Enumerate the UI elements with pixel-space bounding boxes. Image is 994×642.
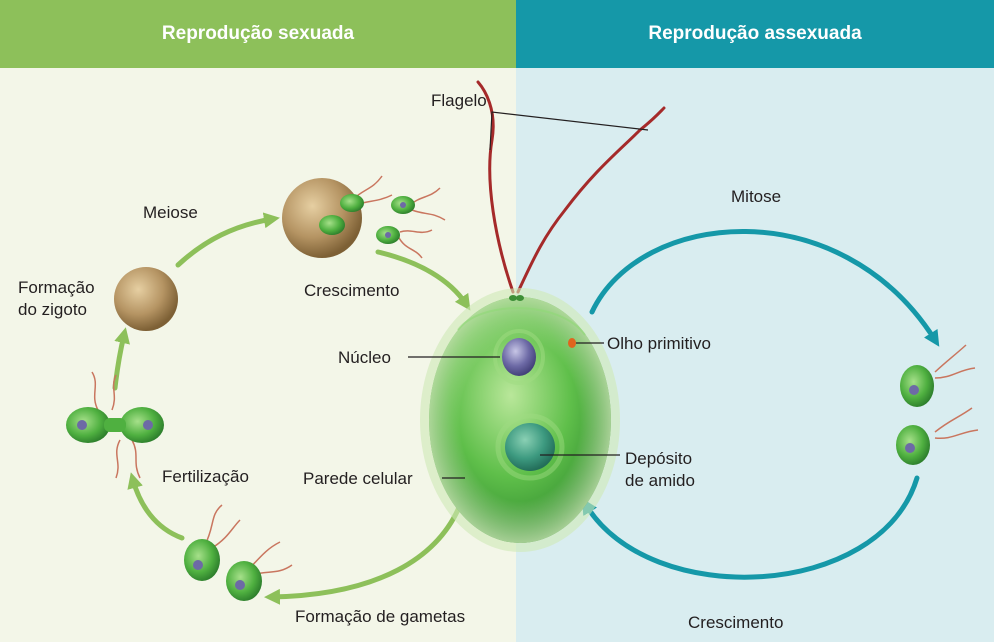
leader-lines — [408, 111, 649, 479]
leader-flagelo — [489, 111, 649, 151]
label-fertilizacao: Fertilização — [162, 467, 249, 486]
arrow-fertilizacao — [127, 472, 185, 541]
arrow-crescimento-assexuado — [581, 475, 920, 580]
label-olho-primitivo: Olho primitivo — [607, 334, 711, 353]
asexual-reproduction-header: Reprodução assexuada — [516, 0, 994, 68]
starch-deposit — [505, 423, 555, 471]
arrow-crescimento — [375, 249, 471, 311]
label-meiose: Meiose — [143, 203, 198, 222]
sexual-cycle-arrows — [112, 212, 471, 605]
gametes — [184, 504, 293, 601]
label-nucleo: Núcleo — [338, 348, 391, 367]
label-crescimento-sexuado: Crescimento — [304, 281, 400, 300]
arrow-zigoto — [112, 327, 130, 391]
main-euglena-cell — [420, 288, 620, 552]
eyespot — [568, 338, 576, 348]
zygote — [114, 267, 178, 331]
zygote-releasing-cells — [282, 175, 446, 259]
arrow-mitose — [589, 229, 940, 347]
label-crescimento-assexuado: Crescimento — [688, 613, 784, 632]
label-mitose: Mitose — [731, 187, 782, 206]
label-formacao-zigoto-line1: Formação — [18, 278, 95, 297]
sexual-reproduction-header: Reprodução sexuada — [0, 0, 516, 68]
label-deposito-line1: Depósito — [625, 449, 693, 468]
arrow-wall-to-gametes — [264, 497, 465, 605]
label-parede-celular: Parede celular — [303, 469, 413, 488]
label-formacao-zigoto-line2: do zigoto — [18, 300, 87, 319]
label-formacao-gametas: Formação de gametas — [295, 607, 466, 626]
label-deposito-line2: de amido — [625, 471, 695, 490]
daughter-cells — [896, 344, 979, 465]
arrow-meiose — [175, 212, 280, 268]
fertilizing-gametes — [66, 371, 164, 479]
main-flagella — [476, 80, 666, 294]
asexual-cycle-arrows — [581, 229, 940, 580]
label-flagelo: Flagelo — [431, 91, 487, 110]
nucleus — [502, 338, 536, 376]
